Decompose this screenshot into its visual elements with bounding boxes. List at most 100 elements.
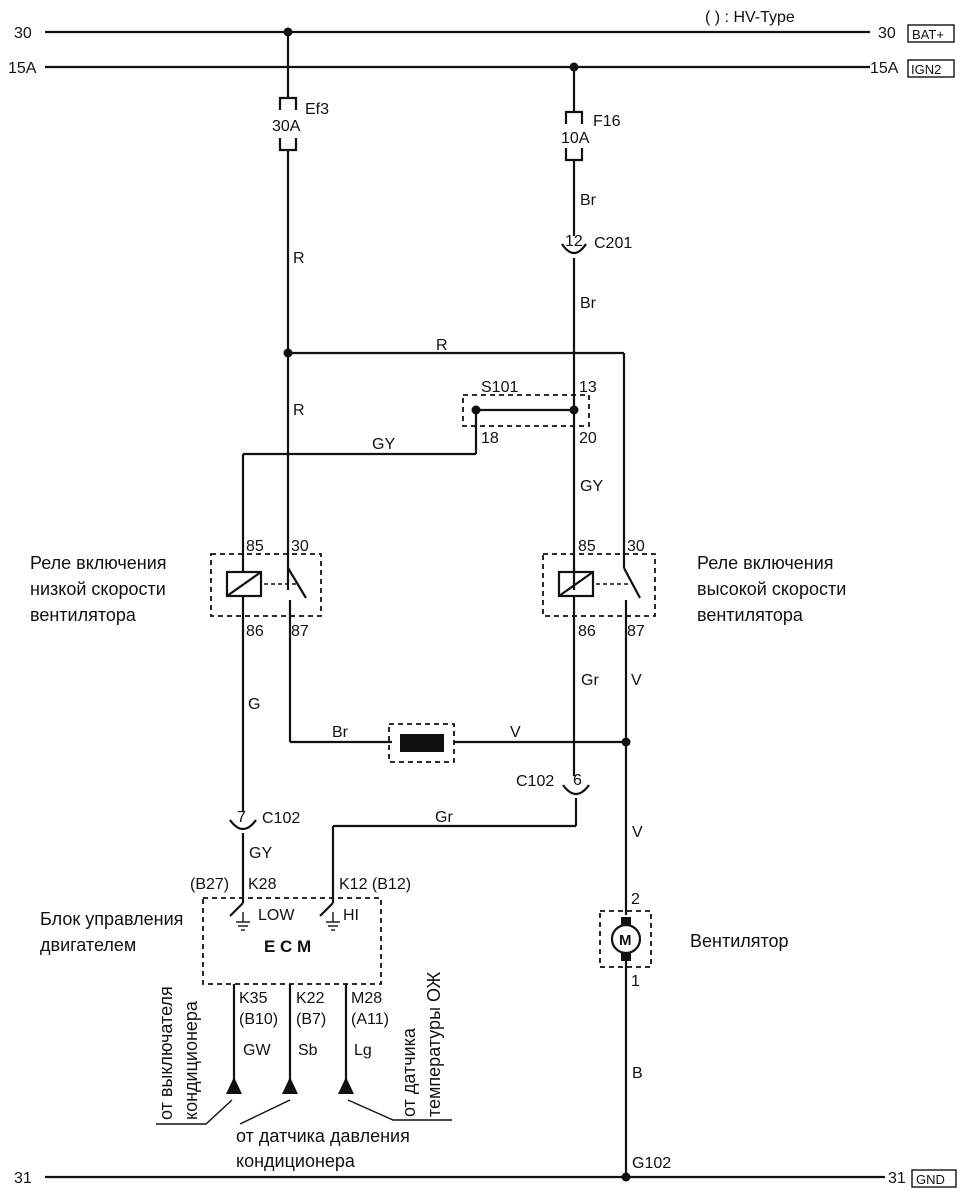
gnd-rail-label-right: 31 bbox=[888, 1170, 906, 1187]
s101-pin-13: 13 bbox=[579, 379, 597, 396]
c102-right-pin: 6 bbox=[573, 772, 582, 789]
bat-tag: BAT+ bbox=[907, 24, 955, 43]
fan-label: Вентилятор bbox=[690, 931, 789, 951]
s101-splice bbox=[462, 394, 590, 427]
c102-left-name: C102 bbox=[262, 810, 300, 827]
ecm-hi-switch bbox=[319, 898, 340, 931]
ign-rail-label-left: 15A bbox=[8, 60, 37, 77]
high-speed-relay bbox=[542, 553, 656, 617]
ecm-k22-alt: (B7) bbox=[296, 1011, 326, 1028]
bat-rail-label-right: 30 bbox=[878, 25, 896, 42]
fuse-f16-name: F16 bbox=[593, 113, 621, 130]
s101-name: S101 bbox=[481, 379, 518, 396]
hv-type-note: ( ) : HV-Type bbox=[705, 9, 795, 26]
ecm-box bbox=[202, 897, 382, 985]
ecm-label-1: Блок управления bbox=[40, 909, 183, 929]
ac-switch-input-arrow bbox=[226, 1077, 242, 1094]
wire-v1-label: V bbox=[510, 724, 521, 741]
ign-tag: IGN2 bbox=[907, 59, 955, 78]
ecm-k35: K35 bbox=[239, 990, 268, 1007]
pressure-input-arrow bbox=[282, 1077, 298, 1094]
c201-connector bbox=[561, 243, 587, 255]
high-relay-pin-85: 85 bbox=[578, 538, 596, 555]
ecm-k12: K12 (B12) bbox=[339, 876, 411, 893]
wire-gr1-label: Gr bbox=[581, 672, 599, 689]
bat-rail-label-left: 30 bbox=[14, 25, 32, 42]
fuse-ef3-name: Ef3 bbox=[305, 101, 329, 118]
ecm-low-label: LOW bbox=[258, 907, 295, 924]
gnd-rail-label-left: 31 bbox=[14, 1170, 32, 1187]
wire-r3-label: R bbox=[436, 337, 448, 354]
high-relay-pin-87: 87 bbox=[627, 623, 645, 640]
ecm-k28: K28 bbox=[248, 876, 277, 893]
ecm-label-2: двигателем bbox=[40, 935, 136, 955]
wire-gy3-label: GY bbox=[249, 845, 272, 862]
wire-gw-label: GW bbox=[243, 1042, 271, 1059]
wire-r2-label: R bbox=[293, 402, 305, 419]
high-relay-pin-30: 30 bbox=[627, 538, 645, 555]
low-speed-relay bbox=[210, 553, 322, 617]
low-relay-pin-87: 87 bbox=[291, 623, 309, 640]
high-relay-label-2: высокой скорости bbox=[697, 579, 846, 599]
wire-br3-label: Br bbox=[332, 724, 349, 741]
c102-left-connector bbox=[229, 819, 257, 831]
g102-junction bbox=[621, 1172, 631, 1182]
wire-g-label: G bbox=[248, 696, 260, 713]
g102-label: G102 bbox=[632, 1155, 671, 1172]
ac-switch-source-2: кондиционера bbox=[181, 1000, 201, 1120]
wire-v2-label: V bbox=[631, 672, 642, 689]
coolant-source-2: температуры ОЖ bbox=[424, 971, 444, 1117]
s101-pin-20: 20 bbox=[579, 430, 597, 447]
fan-pin-1: 1 bbox=[631, 973, 640, 990]
c201-name: C201 bbox=[594, 235, 632, 252]
svg-text:GND: GND bbox=[916, 1172, 945, 1187]
svg-text:IGN2: IGN2 bbox=[911, 62, 941, 77]
low-relay-pin-86: 86 bbox=[246, 623, 264, 640]
wire-b-label: B bbox=[632, 1065, 643, 1082]
pressure-source-1: от датчика давления bbox=[236, 1126, 410, 1146]
wire-gy1-label: GY bbox=[372, 436, 395, 453]
c102-right-connector bbox=[562, 784, 590, 796]
ign-rail-label-right: 15A bbox=[870, 60, 899, 77]
ecm-k28-alt: (B27) bbox=[190, 876, 229, 893]
wire-r1-label: R bbox=[293, 250, 305, 267]
wire-br1-label: Br bbox=[580, 192, 597, 209]
fan-motor-icon bbox=[610, 923, 642, 955]
svg-text:BAT+: BAT+ bbox=[912, 27, 944, 42]
low-relay-label-2: низкой скорости bbox=[30, 579, 166, 599]
fan-pin-2: 2 bbox=[631, 891, 640, 908]
s101-pin-18: 18 bbox=[481, 430, 499, 447]
coolant-input-arrow bbox=[338, 1077, 354, 1094]
c201-pin: 12 bbox=[565, 233, 583, 250]
ecm-hi-label: HI bbox=[343, 907, 359, 924]
wire-v3-label: V bbox=[632, 824, 643, 841]
fan-motor-symbol: M bbox=[619, 932, 632, 949]
low-relay-pin-85: 85 bbox=[246, 538, 264, 555]
wire-gy2-label: GY bbox=[580, 478, 603, 495]
low-relay-label-3: вентилятора bbox=[30, 605, 137, 625]
high-relay-label-1: Реле включения bbox=[697, 553, 834, 573]
gnd-tag: GND bbox=[911, 1169, 957, 1188]
ecm-m28-alt: (A11) bbox=[351, 1011, 389, 1028]
low-relay-label-1: Реле включения bbox=[30, 553, 167, 573]
c102-left-pin: 7 bbox=[237, 809, 246, 826]
wire-gr2-label: Gr bbox=[435, 809, 453, 826]
fan-resistor bbox=[388, 723, 455, 763]
wire-lg-label: Lg bbox=[354, 1042, 372, 1059]
fuse-ef3-rating: 30A bbox=[272, 118, 301, 135]
ecm-k22: K22 bbox=[296, 990, 325, 1007]
high-relay-label-3: вентилятора bbox=[697, 605, 804, 625]
ecm-k35-alt: (B10) bbox=[239, 1011, 278, 1028]
v-junction bbox=[621, 737, 631, 747]
ecm-m28: M28 bbox=[351, 990, 382, 1007]
ecm-low-switch bbox=[229, 898, 250, 931]
fuse-f16-rating: 10A bbox=[561, 130, 590, 147]
c102-right-name: C102 bbox=[516, 773, 554, 790]
high-relay-pin-86: 86 bbox=[578, 623, 596, 640]
wire-br2-label: Br bbox=[580, 295, 597, 312]
ecm-name: E C M bbox=[264, 937, 311, 956]
ac-switch-source-1: от выключателя bbox=[156, 986, 176, 1120]
low-relay-pin-30: 30 bbox=[291, 538, 309, 555]
